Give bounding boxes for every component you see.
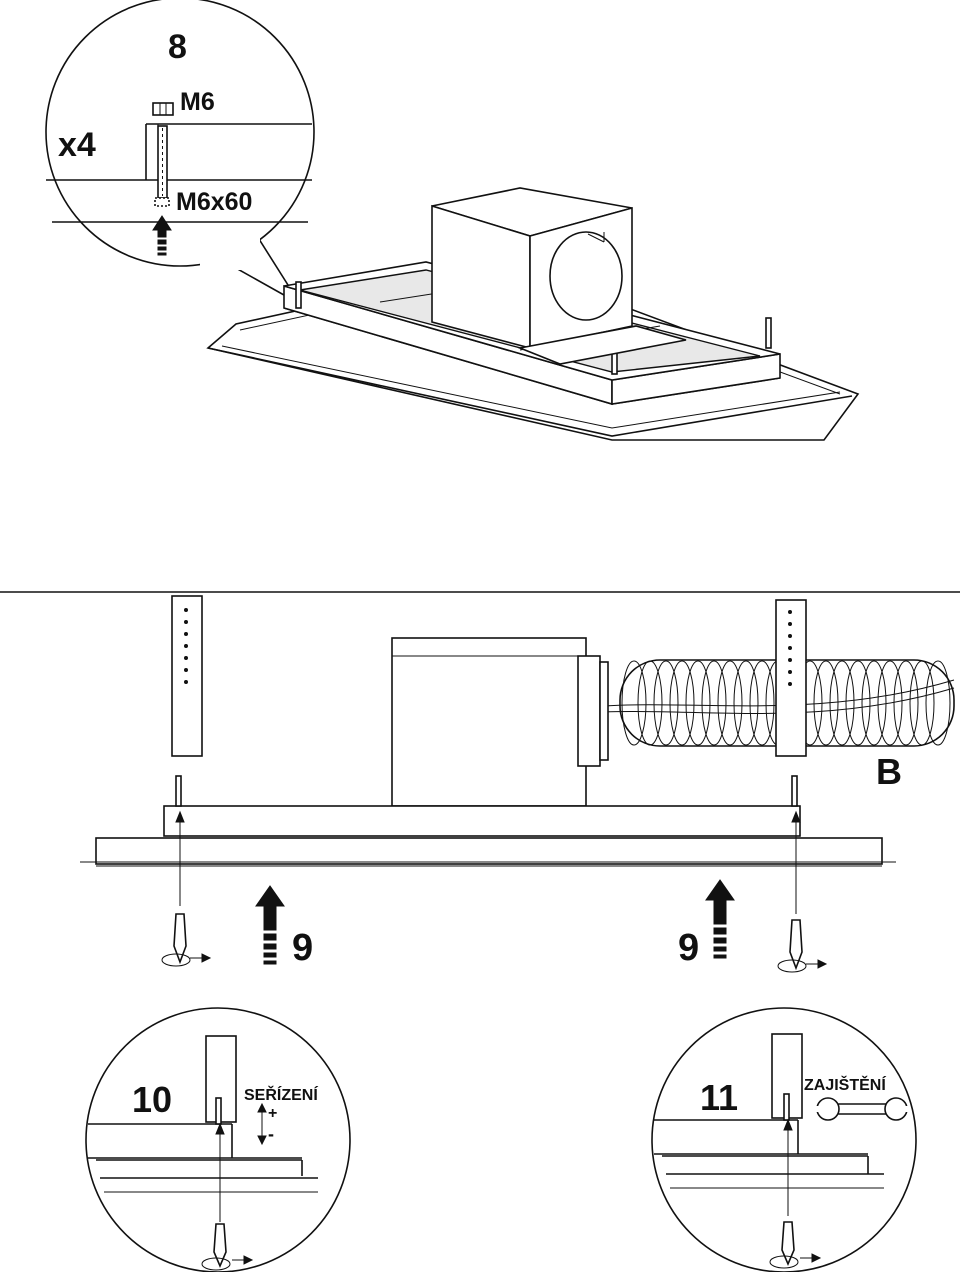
hood-isometric-drawing [206, 187, 860, 441]
part-label-b: B [876, 751, 902, 792]
step8-number: 8 [168, 28, 187, 66]
mounting-bracket-left [171, 595, 203, 757]
wrench-icon [814, 1097, 908, 1121]
plus-sign: + [268, 1105, 277, 1122]
nut-icon [152, 102, 174, 116]
minus-sign: - [268, 1124, 274, 1144]
step11-number: 11 [700, 1077, 738, 1118]
step10-number: 10 [132, 1079, 172, 1120]
nut-label: M6 [180, 88, 215, 116]
adjustment-label: SEŘÍZENÍ [244, 1085, 318, 1104]
up-arrow-icon [152, 215, 172, 256]
mounting-bracket-right [775, 599, 807, 757]
locking-label: ZAJIŠTĚNÍ [804, 1075, 886, 1094]
screwdriver-icon [161, 913, 212, 967]
screwdriver-icon [777, 919, 828, 973]
adjust-arrows-icon [257, 1102, 267, 1146]
lift-arrow-icon [705, 879, 735, 959]
step9-number-right: 9 [678, 927, 699, 969]
bolt-label: M6x60 [176, 188, 252, 216]
screwdriver-icon [201, 1223, 254, 1271]
step11-detail: 11 ZAJIŠTĚNÍ [651, 1007, 917, 1272]
lift-arrow-icon [255, 885, 285, 965]
bolt-icon [154, 125, 170, 207]
quantity-label: x4 [58, 126, 96, 164]
step10-detail: 10 SEŘÍZENÍ + - [85, 1007, 351, 1272]
step8-detail-callout: 8 x4 M6 M6x60 [45, 0, 315, 305]
screwdriver-icon [769, 1221, 822, 1269]
hood-side-view [80, 595, 955, 914]
step9-number-left: 9 [292, 927, 313, 969]
